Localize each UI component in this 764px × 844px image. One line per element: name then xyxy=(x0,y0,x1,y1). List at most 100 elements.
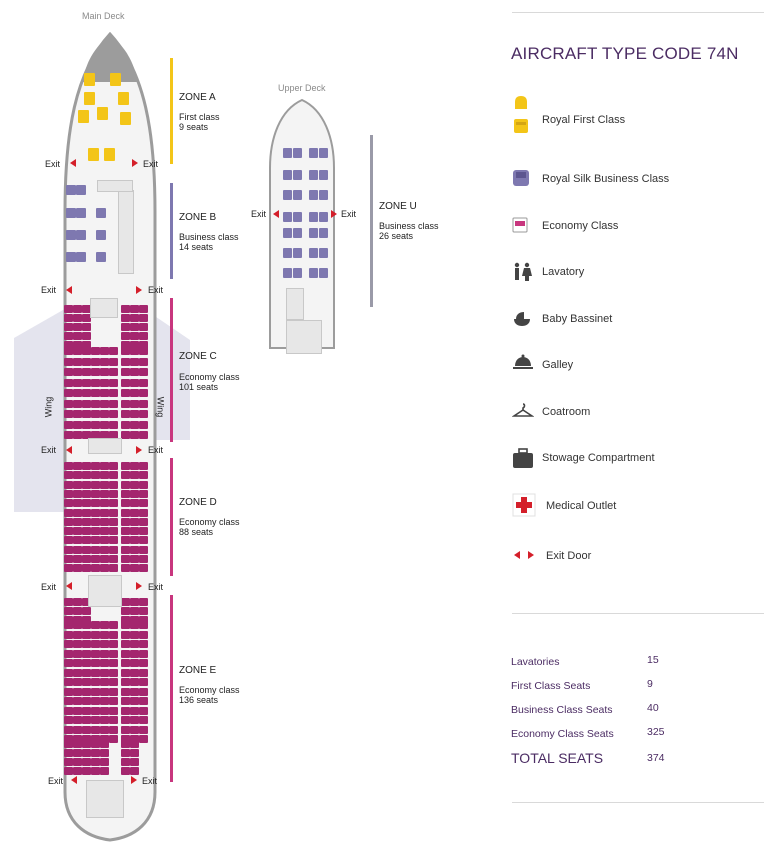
exit-door-icon[interactable] xyxy=(331,210,337,218)
business-seat[interactable] xyxy=(66,185,76,195)
economy-seat[interactable] xyxy=(82,314,91,322)
economy-seat[interactable] xyxy=(91,536,100,544)
economy-seat[interactable] xyxy=(91,669,100,677)
economy-seat[interactable] xyxy=(73,499,82,507)
economy-seat[interactable] xyxy=(100,669,109,677)
economy-seat[interactable] xyxy=(100,389,109,397)
economy-seat[interactable] xyxy=(73,707,82,715)
economy-seat[interactable] xyxy=(130,607,139,615)
economy-seat[interactable] xyxy=(73,527,82,535)
economy-seat[interactable] xyxy=(91,688,100,696)
economy-seat[interactable] xyxy=(121,640,130,648)
economy-seat[interactable] xyxy=(139,389,148,397)
economy-seat[interactable] xyxy=(109,726,118,734)
economy-seat[interactable] xyxy=(130,462,139,470)
first-class-seat[interactable] xyxy=(104,148,115,161)
economy-seat[interactable] xyxy=(139,421,148,429)
economy-seat[interactable] xyxy=(100,716,109,724)
economy-seat[interactable] xyxy=(73,421,82,429)
economy-seat[interactable] xyxy=(139,509,148,517)
economy-seat[interactable] xyxy=(64,379,73,387)
economy-seat[interactable] xyxy=(139,499,148,507)
economy-seat[interactable] xyxy=(121,678,130,686)
economy-seat[interactable] xyxy=(139,332,148,340)
economy-seat[interactable] xyxy=(73,462,82,470)
economy-seat[interactable] xyxy=(121,358,130,366)
first-class-seat[interactable] xyxy=(84,92,95,105)
economy-seat[interactable] xyxy=(91,640,100,648)
business-seat[interactable] xyxy=(309,148,318,158)
economy-seat[interactable] xyxy=(121,499,130,507)
economy-seat[interactable] xyxy=(121,518,130,526)
economy-seat[interactable] xyxy=(130,758,139,766)
exit-door-icon[interactable] xyxy=(66,286,72,294)
economy-seat[interactable] xyxy=(130,546,139,554)
business-seat[interactable] xyxy=(76,230,86,240)
economy-seat[interactable] xyxy=(130,616,139,624)
economy-seat[interactable] xyxy=(64,314,73,322)
economy-seat[interactable] xyxy=(64,323,73,331)
economy-seat[interactable] xyxy=(64,767,73,775)
economy-seat[interactable] xyxy=(121,481,130,489)
economy-seat[interactable] xyxy=(130,536,139,544)
business-seat[interactable] xyxy=(283,212,292,222)
economy-seat[interactable] xyxy=(64,749,73,757)
economy-seat[interactable] xyxy=(121,564,130,572)
economy-seat[interactable] xyxy=(91,650,100,658)
economy-seat[interactable] xyxy=(64,707,73,715)
economy-seat[interactable] xyxy=(91,462,100,470)
business-seat[interactable] xyxy=(293,148,302,158)
economy-seat[interactable] xyxy=(139,323,148,331)
economy-seat[interactable] xyxy=(64,509,73,517)
economy-seat[interactable] xyxy=(82,368,91,376)
economy-seat[interactable] xyxy=(91,400,100,408)
business-seat[interactable] xyxy=(66,252,76,262)
economy-seat[interactable] xyxy=(91,716,100,724)
economy-seat[interactable] xyxy=(100,740,109,748)
economy-seat[interactable] xyxy=(64,347,73,355)
economy-seat[interactable] xyxy=(109,462,118,470)
economy-seat[interactable] xyxy=(73,490,82,498)
economy-seat[interactable] xyxy=(73,471,82,479)
exit-door-icon[interactable] xyxy=(71,776,77,784)
business-seat[interactable] xyxy=(293,228,302,238)
economy-seat[interactable] xyxy=(130,659,139,667)
economy-seat[interactable] xyxy=(64,490,73,498)
economy-seat[interactable] xyxy=(73,341,82,349)
economy-seat[interactable] xyxy=(121,341,130,349)
economy-seat[interactable] xyxy=(121,631,130,639)
economy-seat[interactable] xyxy=(109,536,118,544)
economy-seat[interactable] xyxy=(73,410,82,418)
economy-seat[interactable] xyxy=(91,431,100,439)
economy-seat[interactable] xyxy=(91,678,100,686)
economy-seat[interactable] xyxy=(130,688,139,696)
economy-seat[interactable] xyxy=(139,368,148,376)
economy-seat[interactable] xyxy=(100,527,109,535)
business-seat[interactable] xyxy=(319,190,328,200)
economy-seat[interactable] xyxy=(91,389,100,397)
economy-seat[interactable] xyxy=(64,607,73,615)
first-class-seat[interactable] xyxy=(78,110,89,123)
business-seat[interactable] xyxy=(66,208,76,218)
economy-seat[interactable] xyxy=(91,697,100,705)
economy-seat[interactable] xyxy=(139,431,148,439)
economy-seat[interactable] xyxy=(100,688,109,696)
economy-seat[interactable] xyxy=(100,726,109,734)
economy-seat[interactable] xyxy=(139,678,148,686)
economy-seat[interactable] xyxy=(82,607,91,615)
economy-seat[interactable] xyxy=(91,726,100,734)
economy-seat[interactable] xyxy=(130,332,139,340)
economy-seat[interactable] xyxy=(73,631,82,639)
business-seat[interactable] xyxy=(283,148,292,158)
business-seat[interactable] xyxy=(293,170,302,180)
economy-seat[interactable] xyxy=(121,536,130,544)
economy-seat[interactable] xyxy=(64,621,73,629)
economy-seat[interactable] xyxy=(121,735,130,743)
economy-seat[interactable] xyxy=(82,536,91,544)
economy-seat[interactable] xyxy=(130,431,139,439)
economy-seat[interactable] xyxy=(121,555,130,563)
economy-seat[interactable] xyxy=(82,341,91,349)
economy-seat[interactable] xyxy=(121,305,130,313)
economy-seat[interactable] xyxy=(130,481,139,489)
business-seat[interactable] xyxy=(283,248,292,258)
